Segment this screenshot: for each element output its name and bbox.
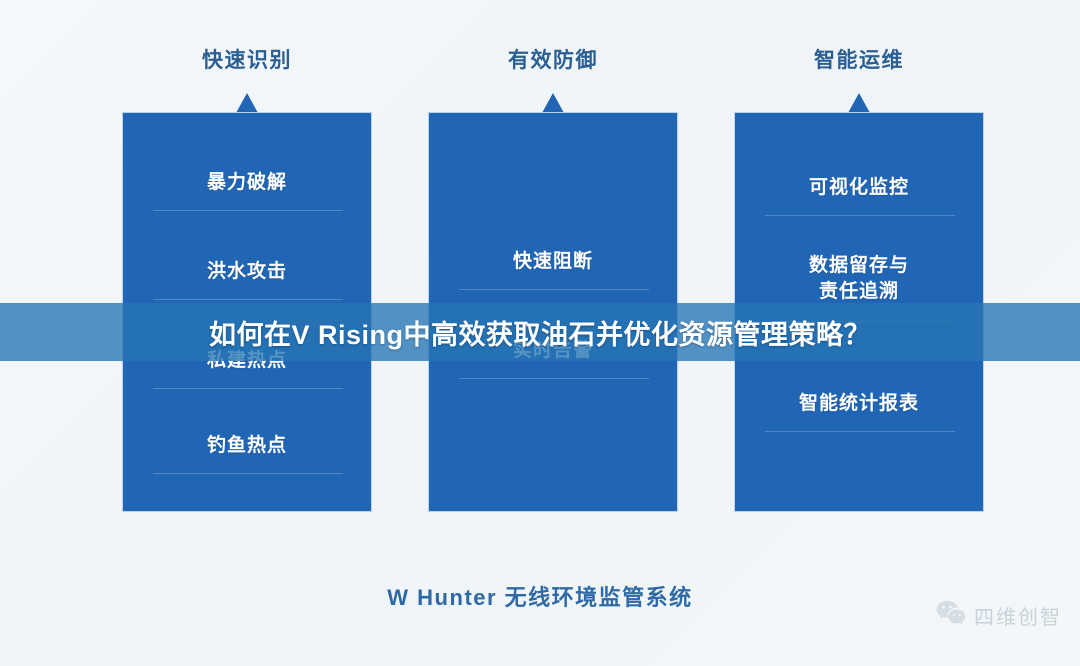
panel-item[interactable]: 可视化监控: [808, 177, 909, 198]
panel-divider: [765, 321, 955, 322]
watermark: 四维创智: [936, 600, 1062, 631]
pointer-arrow-2: [542, 93, 564, 113]
panel-body-3: 可视化监控 数据留存与 责任追溯 智能统计报表: [735, 113, 983, 511]
feature-panel-1[interactable]: 暴力破解 洪水攻击 私建热点 钓鱼热点: [122, 112, 372, 512]
panel-divider: [153, 388, 343, 389]
panel-item[interactable]: 快速阻断: [512, 251, 593, 272]
wechat-icon: [936, 600, 966, 631]
panel-divider: [765, 215, 955, 216]
panel-item[interactable]: 数据留存与 责任追溯: [808, 255, 909, 302]
column-title-3: 智能运维: [814, 49, 904, 72]
panel-body-1: 暴力破解 洪水攻击 私建热点 钓鱼热点: [123, 113, 371, 511]
panel-item[interactable]: 私建热点: [206, 350, 287, 371]
panel-item[interactable]: 智能统计报表: [798, 393, 919, 414]
panel-divider: [459, 289, 649, 290]
panel-divider: [153, 299, 343, 300]
pointer-arrow-3: [848, 93, 870, 113]
product-caption: W Hunter 无线环境监管系统: [387, 585, 693, 610]
panel-divider: [153, 210, 343, 211]
panel-item[interactable]: 洪水攻击: [206, 261, 287, 282]
panel-divider: [765, 431, 955, 432]
panel-divider: [153, 473, 343, 474]
feature-panel-2[interactable]: 快速阻断 实时告警: [428, 112, 678, 512]
column-title-2: 有效防御: [508, 49, 598, 72]
column-title-1: 快速识别: [202, 49, 292, 72]
watermark-text: 四维创智: [974, 607, 1062, 629]
panel-item[interactable]: 暴力破解: [206, 172, 287, 193]
panel-divider: [459, 378, 649, 379]
panel-item[interactable]: 钓鱼热点: [206, 435, 287, 456]
panel-body-2: 快速阻断 实时告警: [429, 113, 677, 511]
pointer-arrow-1: [236, 93, 258, 113]
feature-panel-3[interactable]: 可视化监控 数据留存与 责任追溯 智能统计报表: [734, 112, 984, 512]
panel-item[interactable]: 实时告警: [512, 340, 593, 361]
